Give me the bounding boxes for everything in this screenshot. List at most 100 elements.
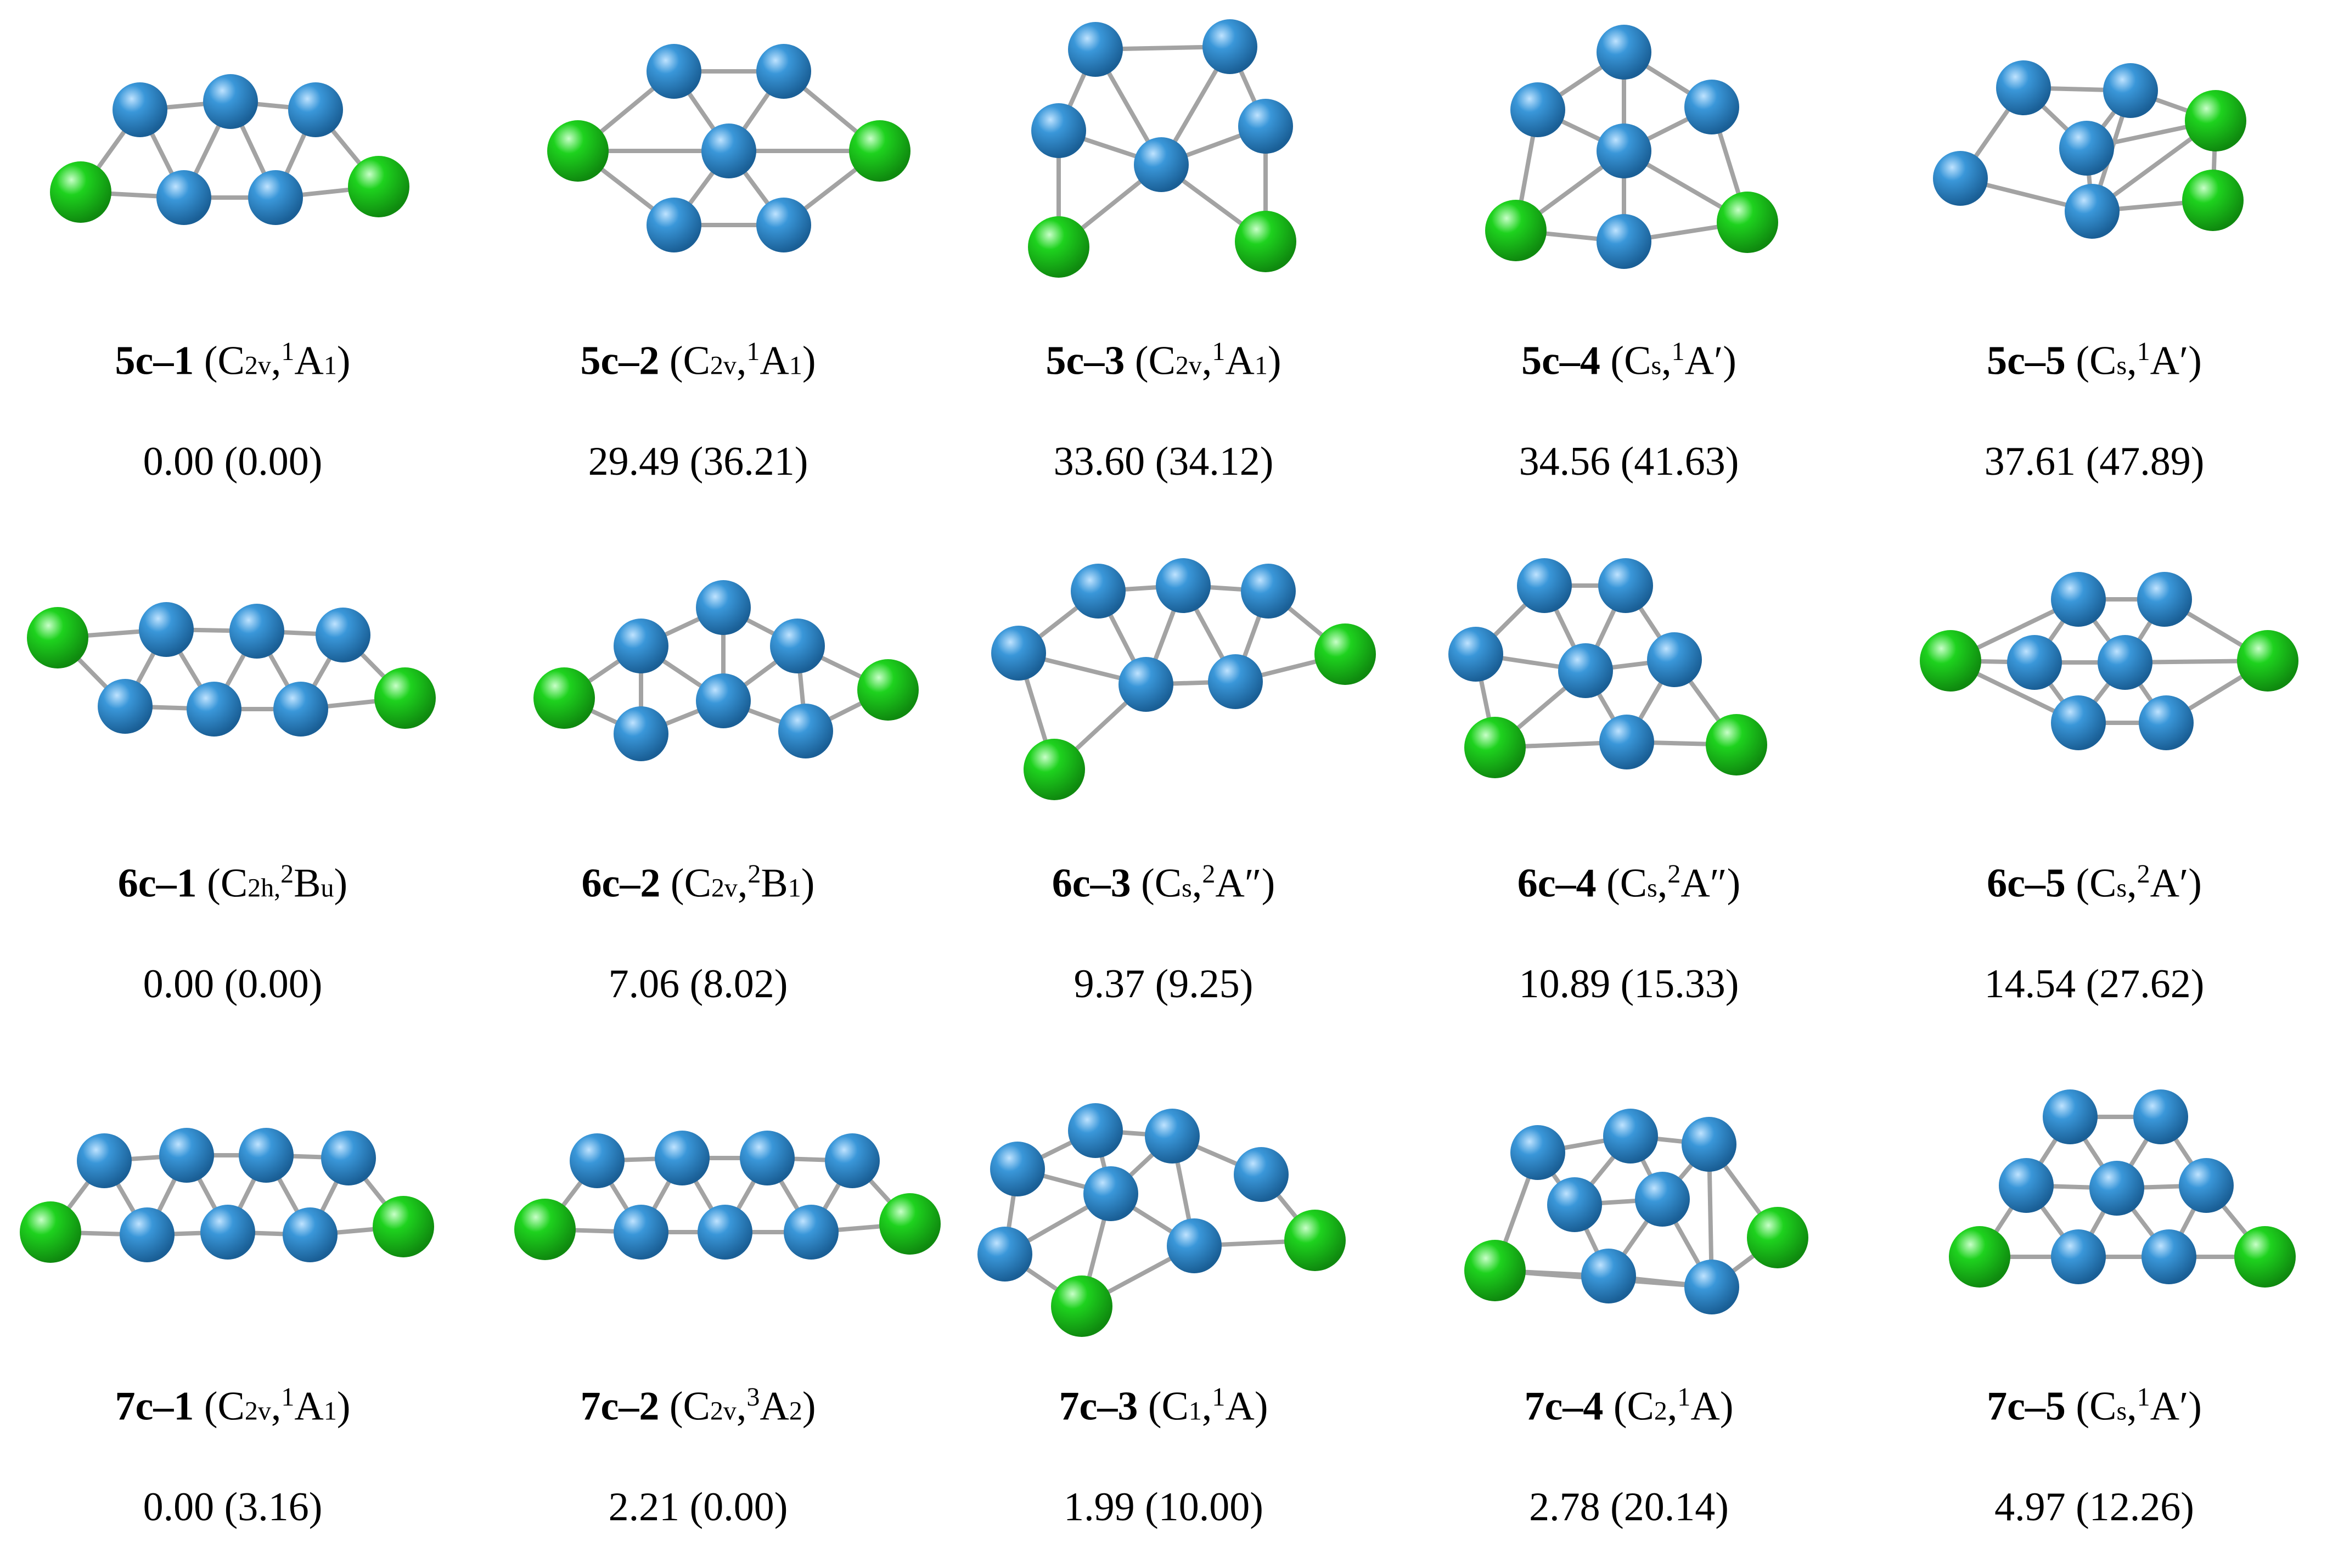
boron-atom xyxy=(570,1133,625,1188)
structure-cell: 7c–2 (C2v,3A2)2.21 (0.00) xyxy=(465,1046,941,1568)
chlorine-atom xyxy=(1485,200,1547,261)
boron-atom xyxy=(1996,60,2051,115)
state-symmetry: A xyxy=(2150,1384,2180,1429)
point-group-subscript: s xyxy=(2116,1396,2127,1426)
boron-atom xyxy=(321,1131,376,1185)
boron-atom xyxy=(98,679,153,734)
structure-cell: 6c–2 (C2v,2B1)7.06 (8.02) xyxy=(465,522,931,1045)
cluster-diagram xyxy=(1920,572,2298,750)
structure-label: 5c–3 (C2v,1A1) xyxy=(1046,337,1281,384)
state-prime: ′ xyxy=(2179,338,2189,384)
boron-atom xyxy=(1558,643,1613,698)
boron-atom xyxy=(1167,1218,1222,1273)
state-subscript: 1 xyxy=(789,351,802,380)
structure-cell: 7c–1 (C2v,1A1)0.00 (3.16) xyxy=(0,1046,465,1568)
boron-atom xyxy=(2089,1161,2144,1216)
boron-atom xyxy=(2133,1089,2188,1144)
cluster-diagram xyxy=(1464,1109,1808,1314)
structure-label: 5c–1 (C2v,1A1) xyxy=(115,337,351,384)
chlorine-atom xyxy=(514,1199,576,1260)
chlorine-atom xyxy=(1284,1210,1346,1271)
boron-atom xyxy=(701,123,756,178)
chlorine-atom xyxy=(2234,1226,2296,1288)
chlorine-atom xyxy=(1920,630,1981,692)
boron-atom xyxy=(778,704,833,758)
boron-atom xyxy=(740,1131,795,1185)
structure-label: 5c–2 (C2v,1A1) xyxy=(580,337,816,384)
structure-label: 7c–3 (C1,1A) xyxy=(1059,1382,1268,1429)
state-symmetry: B xyxy=(761,861,788,906)
structure-cell: 6c–4 (Cs,2A″)10.89 (15.33) xyxy=(1396,522,1862,1045)
boron-atom xyxy=(770,619,825,673)
boron-atom xyxy=(1581,1249,1636,1303)
structure-id: 5c–4 xyxy=(1521,338,1600,384)
cluster-diagram xyxy=(1485,25,1778,269)
chlorine-atom xyxy=(20,1201,81,1263)
chlorine-atom xyxy=(849,120,910,182)
state-symmetry: A xyxy=(294,338,324,384)
relative-energy: 14.54 (27.62) xyxy=(1984,962,2205,1007)
spin-multiplicity: 1 xyxy=(2137,337,2150,366)
structure-label: 5c–5 (Cs,1A′) xyxy=(1987,337,2202,384)
chlorine-atom xyxy=(1024,739,1085,800)
boron-atom xyxy=(1118,657,1173,712)
state-prime: ″ xyxy=(1710,861,1727,906)
boron-atom xyxy=(316,608,370,662)
point-group: C xyxy=(217,338,245,384)
cluster-diagram xyxy=(1933,60,2246,239)
cluster-diagram xyxy=(1028,19,1296,278)
boron-atom xyxy=(614,619,668,673)
boron-atom xyxy=(120,1207,175,1262)
point-group-subscript: 2v xyxy=(711,873,738,903)
boron-atom xyxy=(1156,558,1211,613)
structure-cell: 7c–3 (C1,1A) 1.99 (10.00) xyxy=(931,1046,1396,1568)
chlorine-atom xyxy=(1747,1207,1808,1268)
chlorine-atom xyxy=(1314,623,1376,685)
structure-id: 7c–3 xyxy=(1059,1384,1138,1429)
boron-atom xyxy=(2051,572,2106,627)
boron-atom xyxy=(825,1133,880,1188)
boron-atom xyxy=(229,604,284,659)
point-group-subscript: s xyxy=(2116,873,2127,903)
boron-atom xyxy=(1510,1125,1565,1180)
cluster-diagram xyxy=(1949,1089,2296,1288)
boron-atom xyxy=(2051,695,2106,750)
point-group-subscript: 2v xyxy=(244,1396,271,1426)
boron-atom xyxy=(1071,564,1126,619)
boron-atom xyxy=(156,170,211,225)
boron-atom xyxy=(288,82,343,137)
boron-atom xyxy=(2103,63,2158,118)
relative-energy: 4.97 (12.26) xyxy=(1994,1485,2194,1530)
structure-cell: 6c–3 (Cs,2A″)9.37 (9.25) xyxy=(931,522,1396,1045)
point-group: C xyxy=(2089,338,2117,384)
state-symmetry: A xyxy=(2150,338,2180,384)
chlorine-atom xyxy=(1706,714,1767,775)
structure-cell: 5c–4 (Cs,1A′)34.56 (41.63) xyxy=(1396,0,1862,522)
relative-energy: 29.49 (36.21) xyxy=(588,439,808,484)
chlorine-atom xyxy=(50,161,111,223)
point-group: C xyxy=(683,338,710,384)
boron-atom xyxy=(977,1227,1032,1282)
point-group: C xyxy=(217,1384,245,1429)
boron-atom xyxy=(1238,99,1293,154)
boron-atom xyxy=(1448,627,1503,682)
point-group: C xyxy=(683,1384,710,1429)
relative-energy: 1.99 (10.00) xyxy=(1064,1485,1263,1530)
point-group-subscript: 2h, xyxy=(248,873,281,903)
relative-energy: 7.06 (8.02) xyxy=(608,962,788,1007)
cluster-diagram xyxy=(27,602,436,737)
boron-atom xyxy=(273,682,328,737)
boron-atom xyxy=(647,44,701,99)
boron-atom xyxy=(1510,82,1565,137)
boron-atom xyxy=(200,1205,255,1260)
point-group: C xyxy=(2089,1384,2117,1429)
spin-multiplicity: 1 xyxy=(1212,337,1226,366)
relative-energy: 33.60 (34.12) xyxy=(1053,439,1274,484)
state-prime: ′ xyxy=(2179,861,2189,906)
structure-cell: 7c–4 (C2,1A)2.78 (20.14) xyxy=(1396,1046,1862,1568)
boron-atom xyxy=(1068,22,1123,77)
spin-multiplicity: 1 xyxy=(746,337,760,366)
cluster-diagram xyxy=(977,1103,1346,1337)
structure-cell: 5c–3 (C2v,1A1) 33.60 (34.12) xyxy=(931,0,1396,522)
